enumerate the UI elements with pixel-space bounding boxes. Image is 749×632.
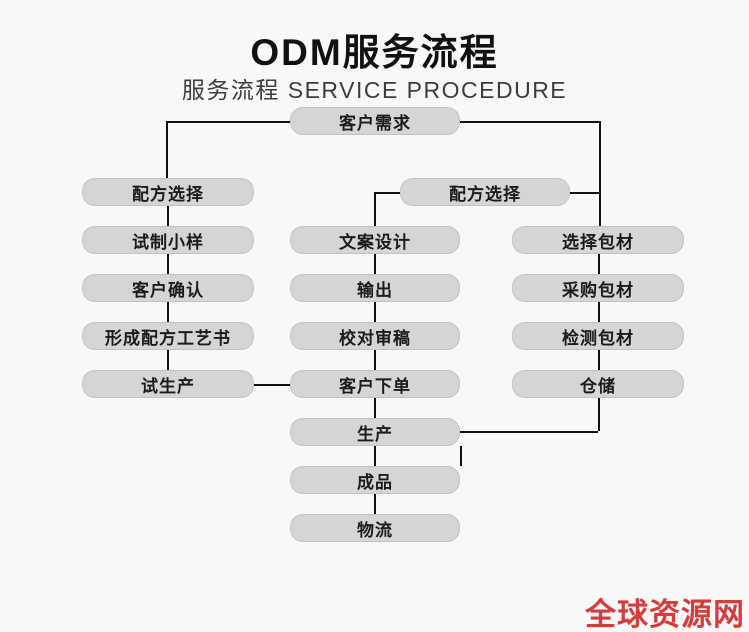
connector-line xyxy=(374,192,400,194)
flow-node-select-packaging: 选择包材 xyxy=(512,226,684,254)
connector-line xyxy=(254,384,290,386)
connector-line xyxy=(166,121,290,123)
connector-line xyxy=(460,121,599,123)
flow-node-formula-selection-right: 配方选择 xyxy=(400,178,570,206)
connector-line xyxy=(599,121,601,226)
connector-line xyxy=(167,350,169,370)
connector-line xyxy=(374,350,376,370)
flow-node-copy-design: 文案设计 xyxy=(290,226,460,254)
connector-line xyxy=(166,121,168,178)
flow-node-warehousing: 仓储 xyxy=(512,370,684,398)
connector-line xyxy=(167,254,169,274)
connector-line xyxy=(598,254,600,274)
connector-line xyxy=(570,192,599,194)
connector-line xyxy=(598,302,600,322)
page-title: ODM服务流程 xyxy=(250,32,499,73)
flow-node-trial-sample: 试制小样 xyxy=(82,226,254,254)
flow-node-proofreading: 校对审稿 xyxy=(290,322,460,350)
flow-node-trial-production: 试生产 xyxy=(82,370,254,398)
connector-line xyxy=(374,446,376,466)
connector-line xyxy=(598,350,600,370)
connector-line xyxy=(374,494,376,514)
flow-node-finished-product: 成品 xyxy=(290,466,460,494)
connector-line xyxy=(374,192,376,226)
flow-node-test-packaging: 检测包材 xyxy=(512,322,684,350)
flow-node-production: 生产 xyxy=(290,418,460,446)
connector-line xyxy=(374,398,376,418)
connector-line xyxy=(460,446,462,466)
connector-line xyxy=(598,398,600,431)
flow-node-customer-confirmation: 客户确认 xyxy=(82,274,254,302)
connector-line xyxy=(374,254,376,274)
flow-node-formula-selection-left: 配方选择 xyxy=(82,178,254,206)
flow-node-customer-order: 客户下单 xyxy=(290,370,460,398)
connector-line xyxy=(460,431,598,433)
flow-node-purchase-packaging: 采购包材 xyxy=(512,274,684,302)
flow-node-output: 输出 xyxy=(290,274,460,302)
flow-node-formula-process-book: 形成配方工艺书 xyxy=(82,322,254,350)
flow-node-customer-demand: 客户需求 xyxy=(290,107,460,135)
connector-line xyxy=(167,302,169,322)
connector-line xyxy=(374,302,376,322)
watermark-logo: 全球资源网 xyxy=(585,597,745,632)
flow-node-logistics: 物流 xyxy=(290,514,460,542)
page-subtitle: 服务流程 SERVICE PROCEDURE xyxy=(181,77,568,103)
connector-line xyxy=(167,206,169,226)
